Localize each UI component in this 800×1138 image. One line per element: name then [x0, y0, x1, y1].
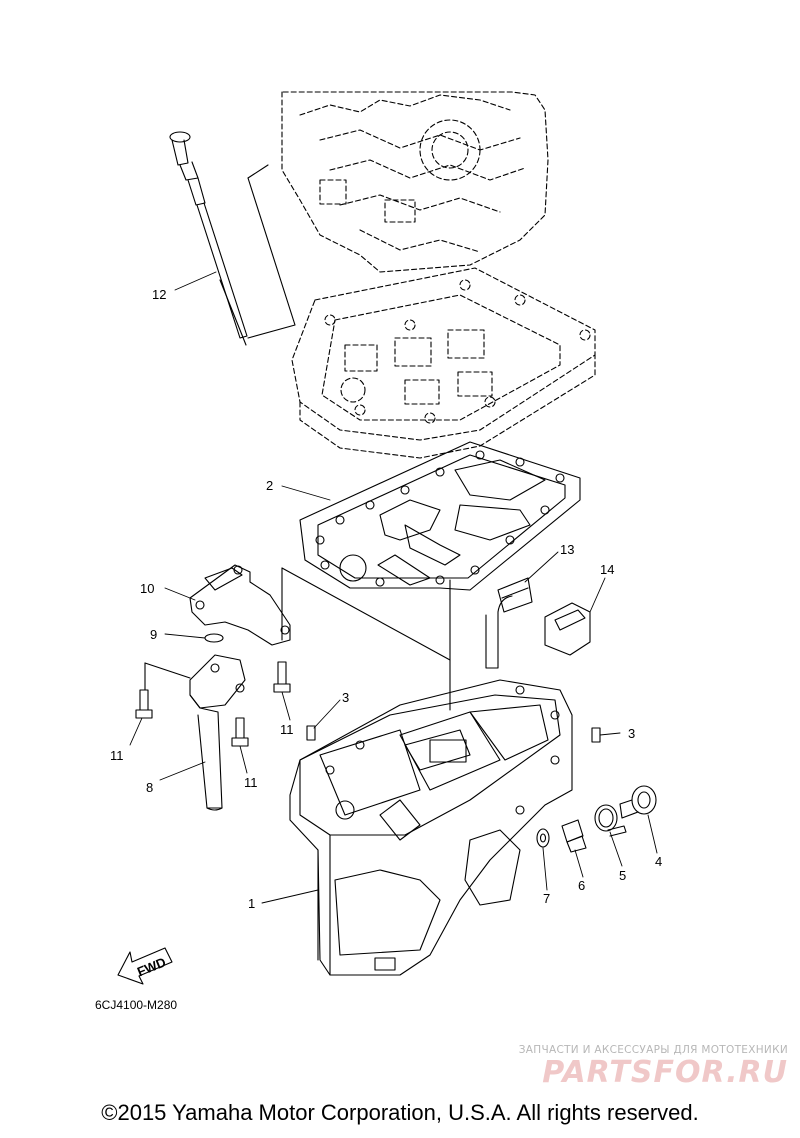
- bolts: [135, 661, 291, 747]
- hose-and-clip: [449, 577, 591, 711]
- oil-strainer-assembly: [189, 564, 291, 811]
- part-code: 6CJ4100-M280: [95, 998, 177, 1012]
- callout-2: 2: [266, 478, 273, 493]
- callout-11-left: 11: [110, 748, 124, 763]
- watermark-tagline: ЗАПЧАСТИ И АКСЕССУАРЫ ДЛЯ МОТОТЕХНИКИ: [518, 1044, 788, 1056]
- fwd-arrow-icon: [117, 947, 173, 985]
- callout-9: 9: [150, 627, 157, 642]
- callout-4: 4: [655, 854, 662, 869]
- dipstick-guide-lines: [247, 164, 296, 339]
- copyright-notice: ©2015 Yamaha Motor Corporation, U.S.A. A…: [101, 1100, 699, 1125]
- callout-11-low: 11: [244, 775, 258, 790]
- gasket: [299, 441, 581, 591]
- callout-leaders: [129, 271, 658, 904]
- callout-6: 6: [578, 878, 585, 893]
- callout-10: 10: [140, 581, 154, 596]
- strainer-guide-lines: [144, 567, 451, 691]
- callout-14: 14: [600, 562, 614, 577]
- oil-pan: [289, 679, 573, 976]
- callout-7: 7: [543, 891, 550, 906]
- callout-1: 1: [248, 896, 255, 911]
- cylinder-block-outline: [281, 91, 549, 273]
- callout-labels: 12 2 13 14 10 9 3 3 11 11 11 8 4 5 6 7 1…: [95, 287, 662, 1012]
- callout-12: 12: [152, 287, 166, 302]
- callout-11-mid: 11: [280, 722, 294, 737]
- callout-8: 8: [146, 780, 153, 795]
- watermark-logo: PARTSFOR.RU: [542, 1055, 788, 1090]
- exhaust-guide-outline: [291, 267, 596, 459]
- dipstick: [169, 131, 248, 346]
- callout-3-left: 3: [342, 690, 349, 705]
- callout-5: 5: [619, 868, 626, 883]
- drain-hardware: [536, 785, 657, 853]
- callout-3-right: 3: [628, 726, 635, 741]
- callout-13: 13: [560, 542, 574, 557]
